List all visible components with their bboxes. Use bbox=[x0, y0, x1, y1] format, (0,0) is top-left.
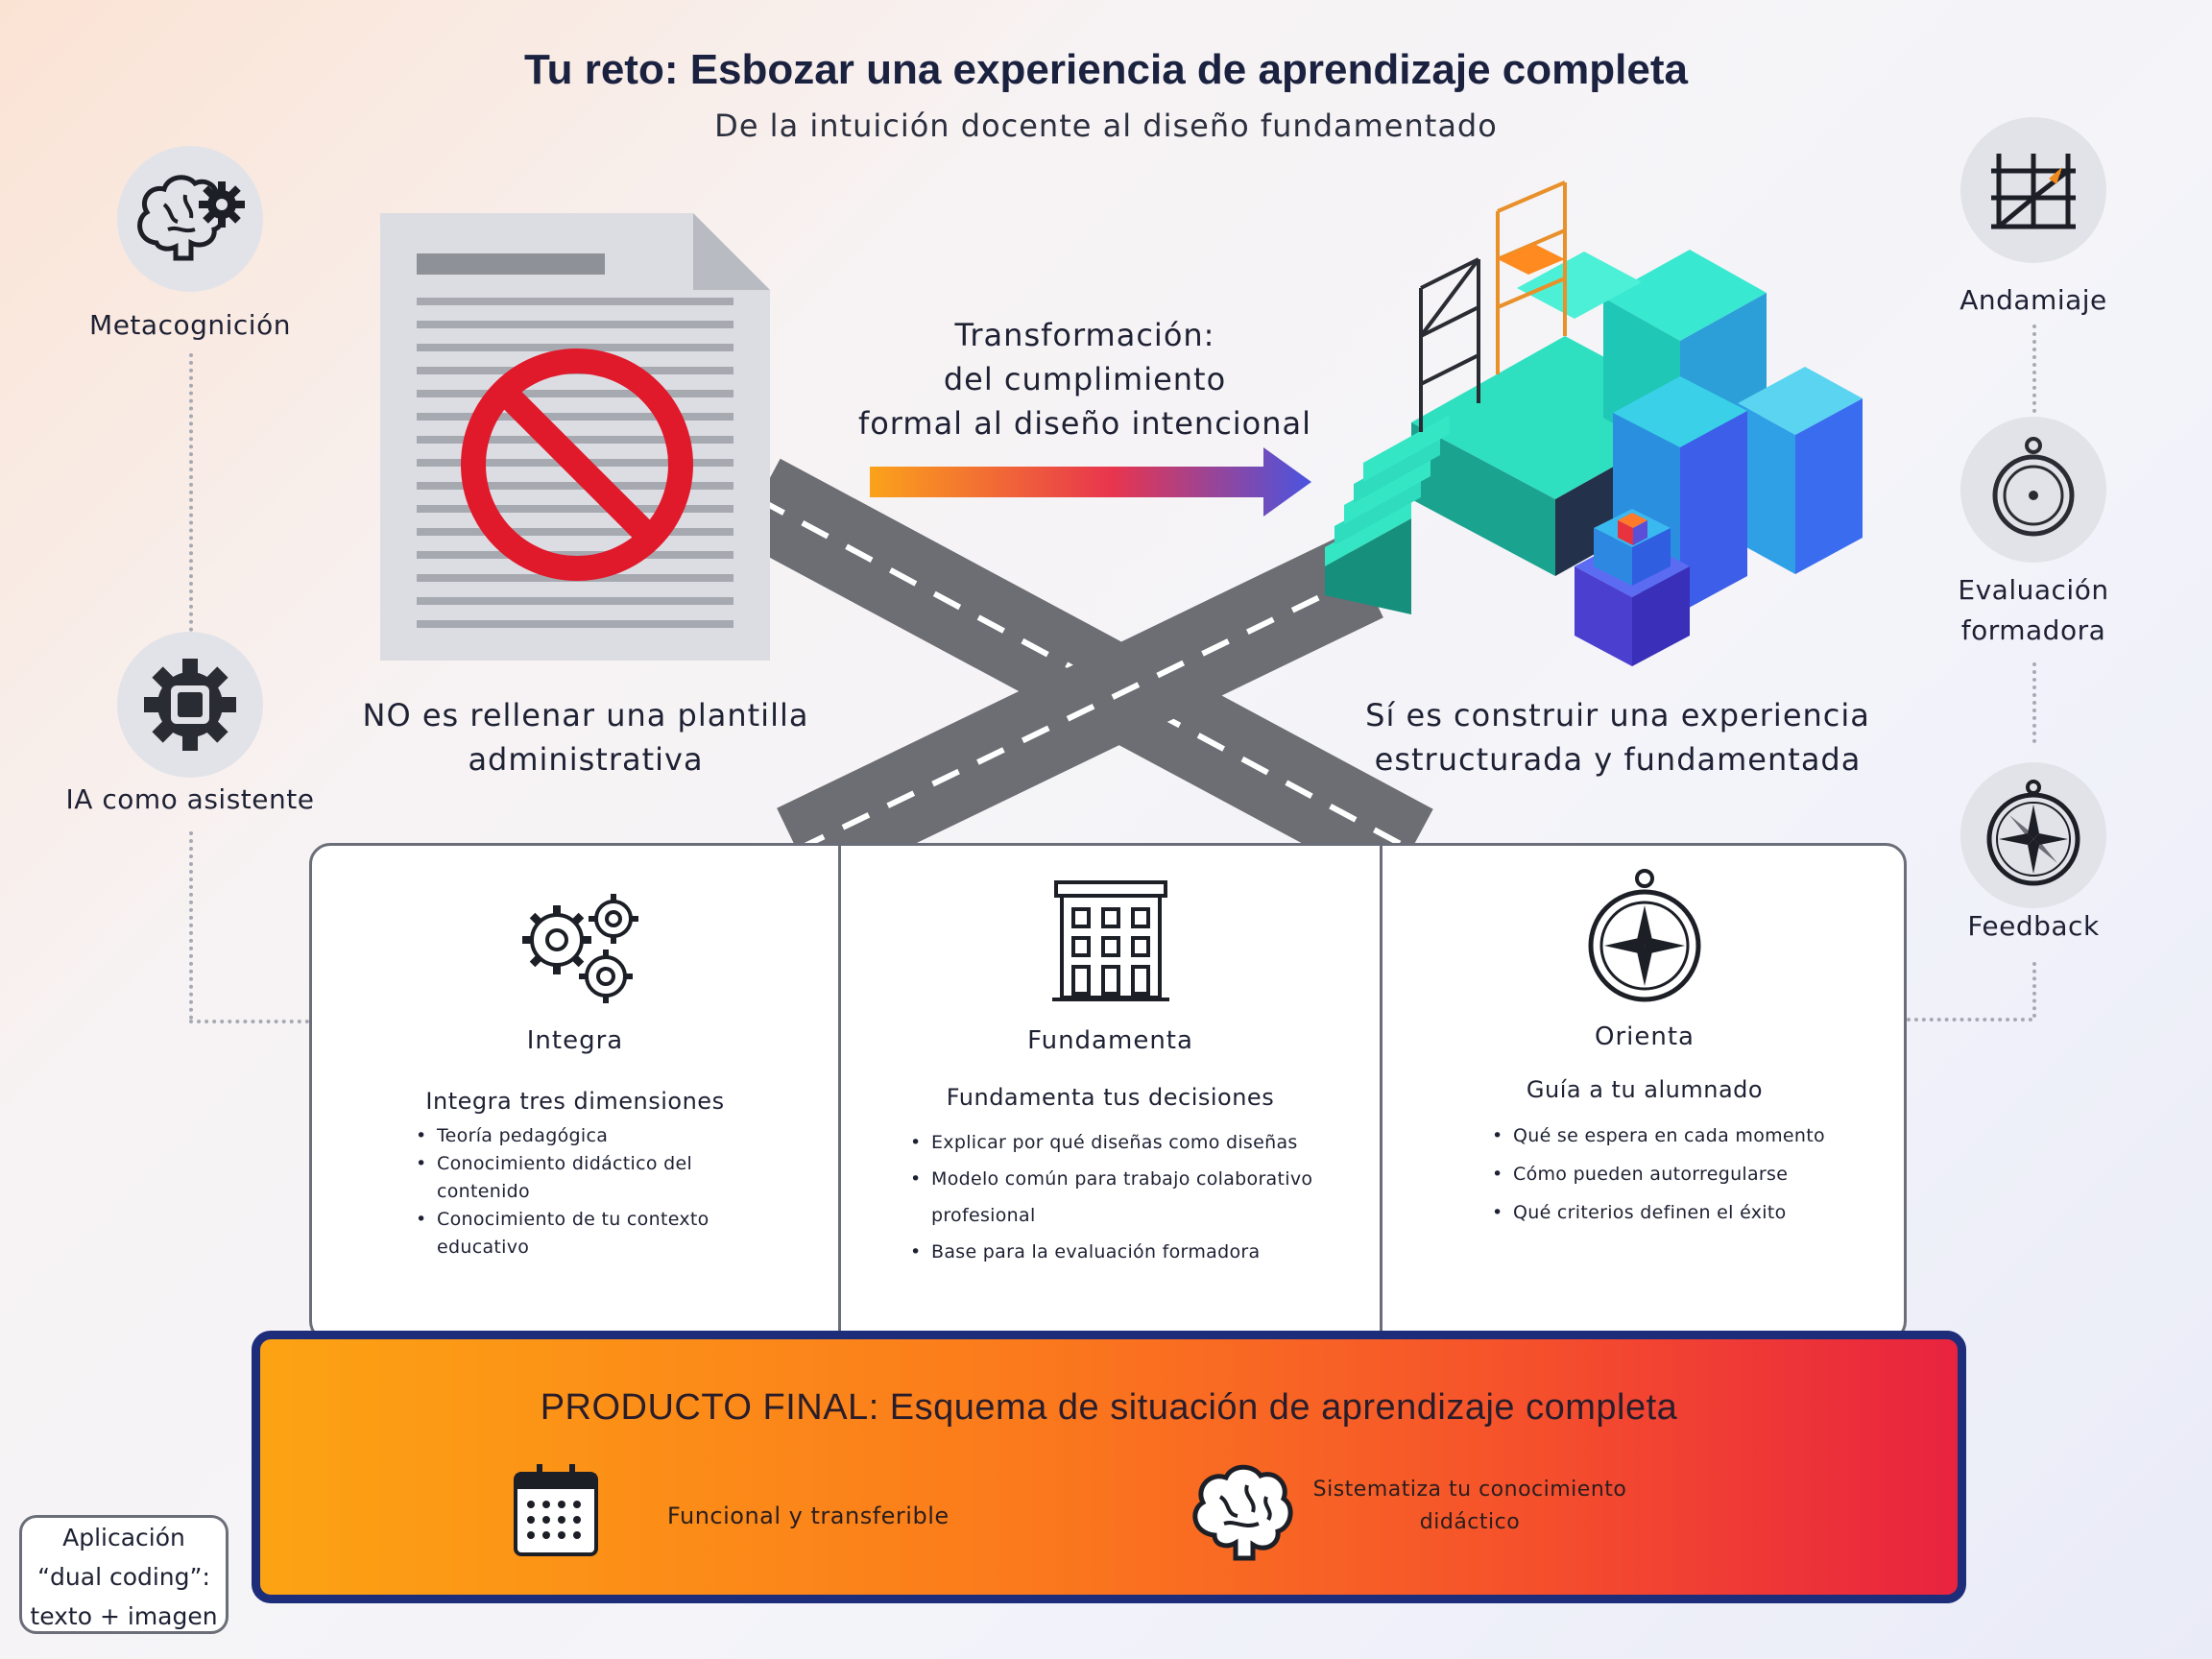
right-caption-line-1: Sí es construir una experiencia bbox=[1365, 697, 1870, 733]
right-caption-line-2: estructurada y fundamentada bbox=[1374, 741, 1862, 778]
column-integra: Integra Integra tres dimensiones Teoría … bbox=[312, 846, 838, 1339]
structured-building-illustration bbox=[1325, 180, 1863, 666]
feedback-label: Feedback bbox=[1967, 910, 2100, 942]
compass-icon bbox=[1588, 869, 1701, 1002]
formative-assessment-label-2: formadora bbox=[1960, 614, 2106, 646]
left-connector-bottom bbox=[189, 831, 193, 1020]
left-connector-top bbox=[189, 353, 193, 632]
document-prohibited bbox=[380, 213, 770, 661]
column-divider bbox=[1380, 846, 1382, 1339]
final-item-functional: Funcional y transferible bbox=[667, 1503, 950, 1529]
right-connector-horizontal bbox=[1907, 1018, 2032, 1022]
brain-icon bbox=[1192, 1464, 1293, 1561]
feedback-node bbox=[1960, 762, 2106, 908]
transformation-line-1: Transformación: bbox=[954, 317, 1215, 353]
scaffolding bbox=[1419, 257, 1480, 432]
prohibition-icon bbox=[461, 349, 693, 581]
transformation-arrow bbox=[870, 447, 1311, 517]
ai-assistant-node bbox=[117, 632, 263, 778]
final-product-banner: PRODUCTO FINAL: Esquema de situación de … bbox=[252, 1331, 1966, 1603]
dual-coding-line-2: “dual coding”: bbox=[37, 1563, 210, 1591]
left-caption-line-2: administrativa bbox=[468, 741, 704, 778]
chip-gear-icon bbox=[144, 659, 236, 751]
column-divider bbox=[838, 846, 841, 1339]
metacognition-node bbox=[117, 146, 263, 292]
integra-bullet: Teoría pedagógica bbox=[416, 1122, 742, 1150]
pendant-icon bbox=[1992, 437, 2075, 537]
right-connector-1 bbox=[2032, 325, 2036, 413]
pillars-panel: Integra Integra tres dimensiones Teoría … bbox=[309, 843, 1907, 1342]
column-orienta: Orienta Guía a tu alumnado Qué se espera… bbox=[1382, 846, 1907, 1339]
page-title: Tu reto: Esbozar una experiencia de apre… bbox=[524, 46, 1688, 93]
integra-heading: Integra bbox=[526, 1026, 624, 1055]
scaffolding-label: Andamiaje bbox=[1960, 284, 2107, 316]
final-item-systematizes-line-1: Sistematiza tu conocimiento bbox=[1312, 1478, 1627, 1502]
orienta-subheading: Guía a tu alumnado bbox=[1526, 1076, 1764, 1103]
fundamenta-heading: Fundamenta bbox=[1027, 1026, 1193, 1055]
dual-coding-line-1: Aplicación bbox=[62, 1524, 185, 1551]
final-item-systematizes-line-2: didáctico bbox=[1419, 1510, 1521, 1534]
ai-assistant-label: IA como asistente bbox=[65, 783, 315, 815]
compass-rose-icon bbox=[1986, 780, 2080, 886]
formative-assessment-node bbox=[1960, 417, 2106, 563]
fundamenta-bullet: Explicar por qué diseñas como diseñas bbox=[910, 1124, 1333, 1161]
integra-bullet: Conocimiento de tu contexto educativo bbox=[416, 1206, 742, 1262]
transformation-line-3: formal al diseño intencional bbox=[857, 405, 1312, 442]
brain-gear-icon bbox=[137, 175, 245, 261]
orienta-bullet: Cómo pueden autorregularse bbox=[1492, 1155, 1876, 1193]
fundamenta-bullet: Modelo común para trabajo colaborativo p… bbox=[910, 1161, 1333, 1234]
orienta-bullet: Qué criterios definen el éxito bbox=[1492, 1193, 1876, 1232]
dual-coding-line-3: texto + imagen bbox=[30, 1602, 218, 1630]
scaffolding-node bbox=[1960, 117, 2106, 263]
gears-icon bbox=[522, 894, 638, 1003]
left-caption-line-1: NO es rellenar una plantilla bbox=[362, 697, 809, 733]
formative-assessment-label-1: Evaluación bbox=[1958, 574, 2109, 606]
right-connector-2 bbox=[2032, 662, 2036, 743]
fundamenta-subheading: Fundamenta tus decisiones bbox=[946, 1084, 1275, 1111]
stairs bbox=[1325, 415, 1450, 614]
right-connector-3 bbox=[2032, 962, 2036, 1018]
building-icon bbox=[1052, 880, 1169, 1001]
orienta-heading: Orienta bbox=[1595, 1022, 1695, 1051]
column-fundamenta: Fundamenta Fundamenta tus decisiones Exp… bbox=[841, 846, 1380, 1339]
metacognition-label: Metacognición bbox=[89, 309, 291, 341]
final-item-systematizes: Sistematiza tu conocimiento didáctico bbox=[1307, 1474, 1633, 1539]
integra-subheading: Integra tres dimensiones bbox=[425, 1088, 725, 1115]
transformation-line-2: del cumplimiento bbox=[943, 361, 1227, 397]
page-subtitle: De la intuición docente al diseño fundam… bbox=[714, 108, 1498, 144]
road-right-to-left bbox=[777, 534, 1383, 892]
dual-coding-note: Aplicación “dual coding”: texto + imagen bbox=[19, 1515, 228, 1634]
left-connector-horizontal bbox=[189, 1020, 309, 1023]
integra-bullet: Conocimiento didáctico del contenido bbox=[416, 1150, 742, 1206]
orienta-bullet: Qué se espera en cada momento bbox=[1492, 1117, 1876, 1155]
final-product-title: PRODUCTO FINAL: Esquema de situación de … bbox=[540, 1387, 1678, 1428]
calendar-grid-icon bbox=[514, 1464, 598, 1556]
scaffold-icon bbox=[1991, 154, 2076, 229]
fundamenta-bullet: Base para la evaluación formadora bbox=[910, 1234, 1333, 1270]
